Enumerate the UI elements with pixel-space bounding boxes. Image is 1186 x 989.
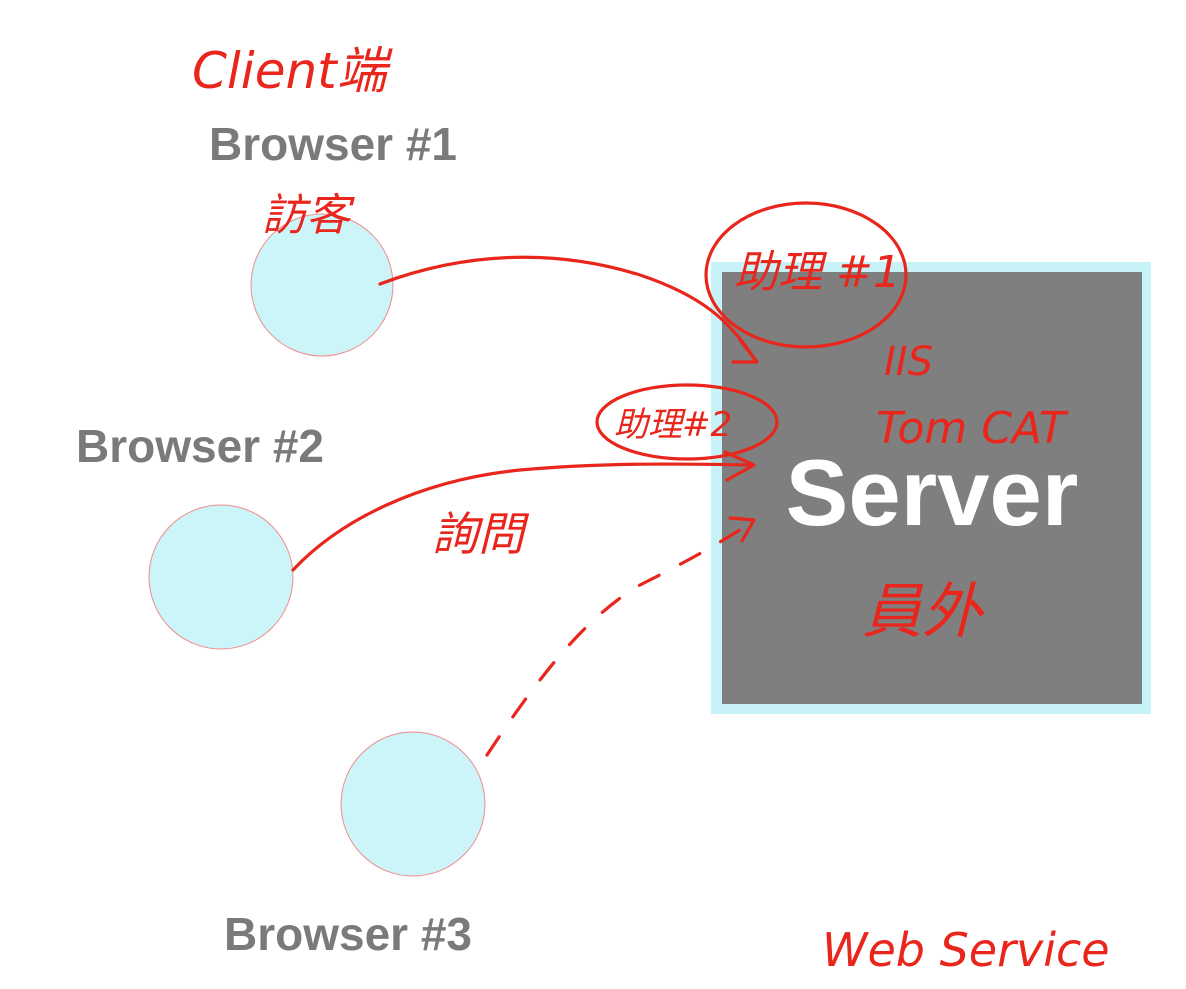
connectors [291,201,908,757]
browser-label-3: Browser #3 [224,908,472,960]
browser-circle-1 [250,213,394,357]
annotation-tomcat: Tom CAT [876,403,1069,454]
browser-node-3: Browser #3 [224,731,486,960]
server-label: Server [786,440,1079,545]
arrowhead-1 [731,338,759,364]
browser-label-2: Browser #2 [76,420,324,472]
annotation-web-service: Web Service [822,923,1110,977]
browser-node-1: Browser #1 [209,118,457,357]
annotation-client-side: Client端 [192,42,393,100]
connector-browser1-server [378,255,757,362]
connector-browser2-server [291,462,754,572]
annotation-iis: IIS [884,339,933,385]
handwritten-annotations: Client端 訪客 助理 #1 助理#2 IIS Tom CAT 詢問 員外 … [192,42,1110,977]
annotation-visitor: 訪客 [262,190,355,241]
browser-label-1: Browser #1 [209,118,457,170]
annotation-assistant-2: 助理#2 [614,405,732,445]
arrowhead-2 [723,450,756,482]
server-node: Server [711,262,1151,714]
browser-circle-3 [340,731,486,877]
browser-node-2: Browser #2 [76,420,324,650]
annotation-inquiry: 詢問 [432,507,530,561]
browser-circle-2 [148,504,294,650]
assistant-1-circle [704,201,908,349]
annotation-staff: 員外 [862,577,985,647]
connector-browser3-server [485,520,754,757]
annotation-assistant-1: 助理 #1 [734,247,901,298]
server-box [722,272,1142,704]
assistant-2-circle [595,383,779,461]
arrowhead-3 [728,516,756,543]
